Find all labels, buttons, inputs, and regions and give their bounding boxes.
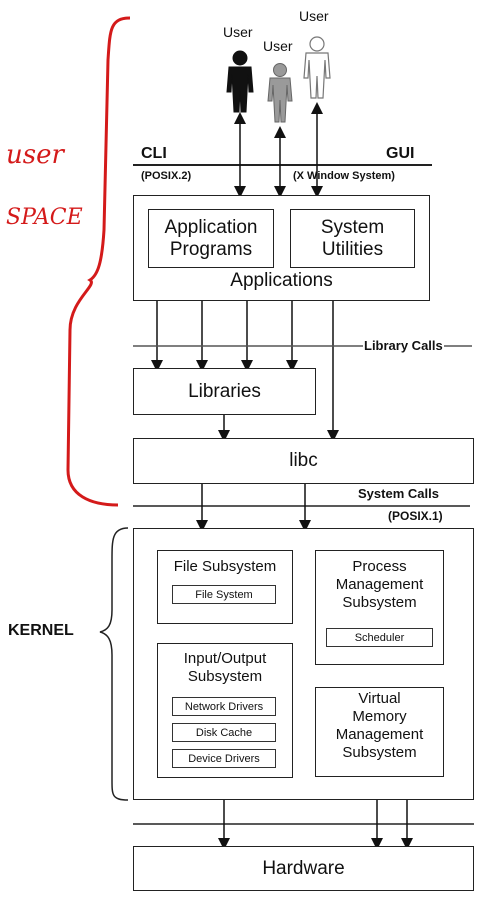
user2-figure bbox=[267, 63, 293, 123]
file-subsystem-label: File Subsystem bbox=[173, 558, 277, 575]
cli-sub-label: (POSIX.2) bbox=[141, 170, 192, 182]
disk-cache-box: Disk Cache bbox=[172, 723, 276, 742]
system-calls-label: System Calls bbox=[358, 486, 439, 501]
user1-figure bbox=[226, 50, 254, 113]
network-drivers-box: Network Drivers bbox=[172, 697, 276, 716]
user-space-brace bbox=[66, 16, 131, 507]
device-drivers-box: Device Drivers bbox=[172, 749, 276, 768]
user-annotation: user bbox=[6, 140, 64, 170]
system-calls-sub-label: (POSIX.1) bbox=[388, 509, 443, 523]
hardware-box: Hardware bbox=[133, 846, 474, 891]
user2-label: User bbox=[263, 38, 293, 54]
virtual-memory-box bbox=[315, 687, 444, 777]
kernel-brace bbox=[99, 527, 129, 801]
application-programs-box: Application Programs bbox=[148, 209, 274, 268]
libraries-box: Libraries bbox=[133, 368, 316, 415]
gui-label: GUI bbox=[386, 145, 415, 162]
user3-figure bbox=[303, 36, 331, 99]
file-system-box: File System bbox=[172, 585, 276, 604]
user3-label: User bbox=[299, 8, 329, 24]
gui-sub-label: (X Window System) bbox=[293, 170, 395, 182]
library-calls-label: Library Calls bbox=[363, 338, 444, 353]
user1-label: User bbox=[223, 24, 253, 40]
libc-box: libc bbox=[133, 438, 474, 484]
process-mgmt-label: Process Management Subsystem bbox=[335, 558, 424, 611]
cli-label: CLI bbox=[141, 145, 167, 162]
applications-title: Applications bbox=[230, 270, 333, 291]
space-annotation: SPACE bbox=[6, 205, 83, 230]
system-utilities-box: System Utilities bbox=[290, 209, 415, 268]
scheduler-box: Scheduler bbox=[326, 628, 433, 647]
virtual-memory-label: Virtual Memory Management Subsystem bbox=[335, 690, 424, 761]
kernel-label: KERNEL bbox=[8, 622, 74, 639]
io-subsystem-label: Input/Output Subsystem bbox=[183, 650, 267, 685]
